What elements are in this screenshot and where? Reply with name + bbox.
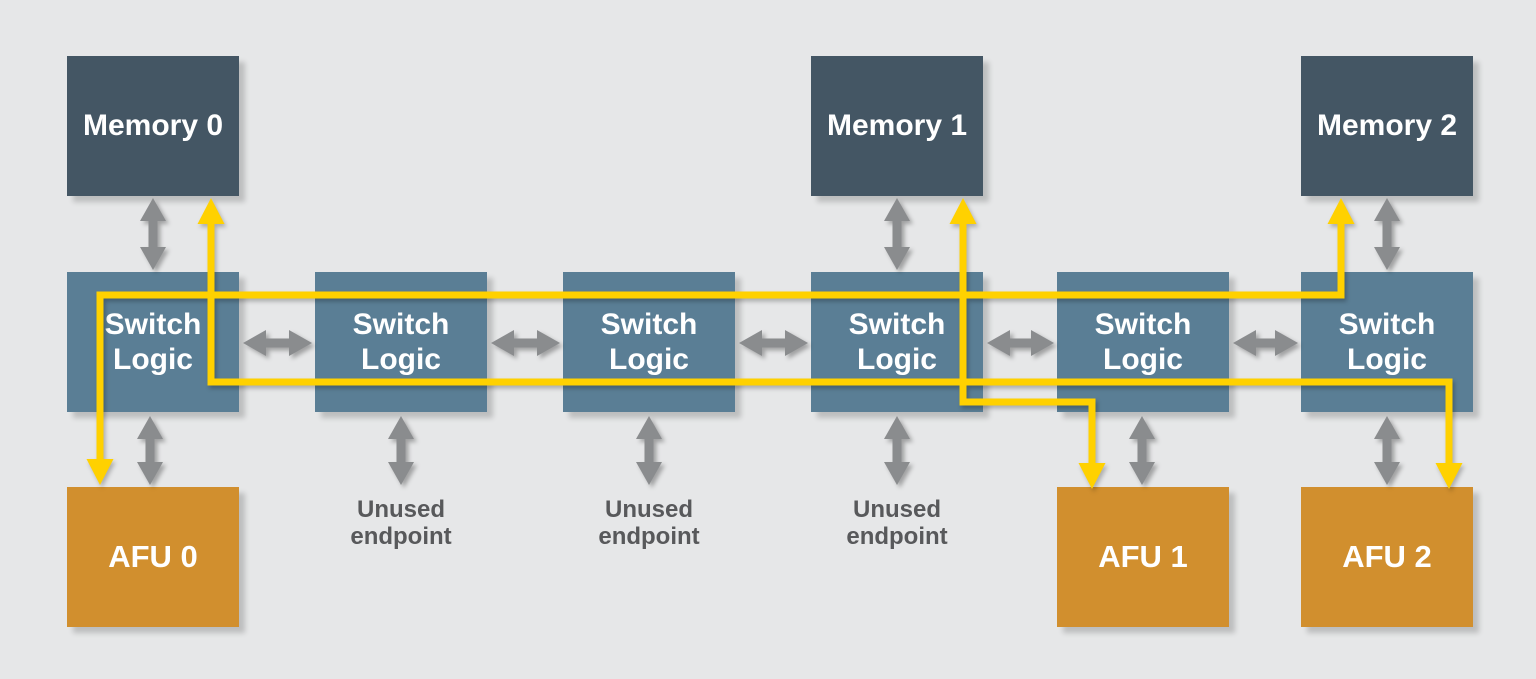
unused-endpoint-label-2: Unused endpoint [598, 496, 700, 550]
arrowhead-icon [537, 330, 560, 356]
arrowhead-icon [1031, 330, 1054, 356]
arrowhead-icon [1374, 416, 1400, 439]
afu-0-box: AFU 0 [67, 487, 239, 627]
arrowhead-icon [491, 330, 514, 356]
arrowhead-icon [987, 330, 1010, 356]
arrowhead-icon [140, 198, 166, 221]
arrowhead-icon [739, 330, 762, 356]
arrowhead-icon [289, 330, 312, 356]
memory-0-box: Memory 0 [67, 56, 239, 196]
route-arrowhead-icon [1327, 198, 1355, 224]
switch-5-label: Switch Logic [1338, 308, 1436, 376]
arrowhead-icon [1129, 416, 1155, 439]
switch-3-label: Switch Logic [848, 308, 946, 376]
route-arrowhead-icon [197, 198, 225, 224]
afu-2-label: AFU 2 [1342, 539, 1432, 574]
yellow-route-paths [86, 198, 1463, 489]
arrowhead-icon [884, 198, 910, 221]
arrowhead-icon [1374, 198, 1400, 221]
route-arrowhead-icon [949, 198, 977, 224]
afu-1-box: AFU 1 [1057, 487, 1229, 627]
arrowhead-icon [388, 416, 414, 439]
unused-endpoint-label-1: Unused endpoint [350, 496, 452, 550]
memory-2-box: Memory 2 [1301, 56, 1473, 196]
memory-0-label: Memory 0 [82, 109, 224, 142]
afu-1-label: AFU 1 [1098, 539, 1188, 574]
switch-4-label: Switch Logic [1094, 308, 1192, 376]
arrowhead-icon [884, 462, 910, 485]
arrowhead-icon [884, 247, 910, 270]
switch-0-box: Switch Logic [67, 272, 239, 412]
switch-1-box: Switch Logic [315, 272, 487, 412]
unused-endpoint-label-3: Unused endpoint [846, 496, 948, 550]
switch-1-label: Switch Logic [352, 308, 450, 376]
arrowhead-icon [137, 416, 163, 439]
switch-5-box: Switch Logic [1301, 272, 1473, 412]
memory-1-box: Memory 1 [811, 56, 983, 196]
arrowhead-icon [785, 330, 808, 356]
route-arrowhead-icon [86, 459, 114, 485]
switch-0-label: Switch Logic [104, 308, 202, 376]
arrowhead-icon [388, 462, 414, 485]
switch-2-label: Switch Logic [600, 308, 698, 376]
arrowhead-icon [1233, 330, 1256, 356]
arrowhead-icon [1374, 247, 1400, 270]
memory-1-label: Memory 1 [826, 109, 968, 142]
arrowhead-icon [1129, 462, 1155, 485]
arrowhead-icon [636, 462, 662, 485]
arrowhead-icon [884, 416, 910, 439]
arrowhead-icon [1374, 462, 1400, 485]
arrowhead-icon [243, 330, 266, 356]
afu-0-label: AFU 0 [108, 539, 198, 574]
memory-2-label: Memory 2 [1316, 109, 1458, 142]
switch-2-box: Switch Logic [563, 272, 735, 412]
route-arrowhead-icon [1435, 463, 1463, 489]
switch-4-box: Switch Logic [1057, 272, 1229, 412]
afu-2-box: AFU 2 [1301, 487, 1473, 627]
arrowhead-icon [140, 247, 166, 270]
switch-3-box: Switch Logic [811, 272, 983, 412]
arrowhead-icon [1275, 330, 1298, 356]
arrowhead-icon [137, 462, 163, 485]
arrowhead-icon [636, 416, 662, 439]
route-arrowhead-icon [1078, 463, 1106, 489]
